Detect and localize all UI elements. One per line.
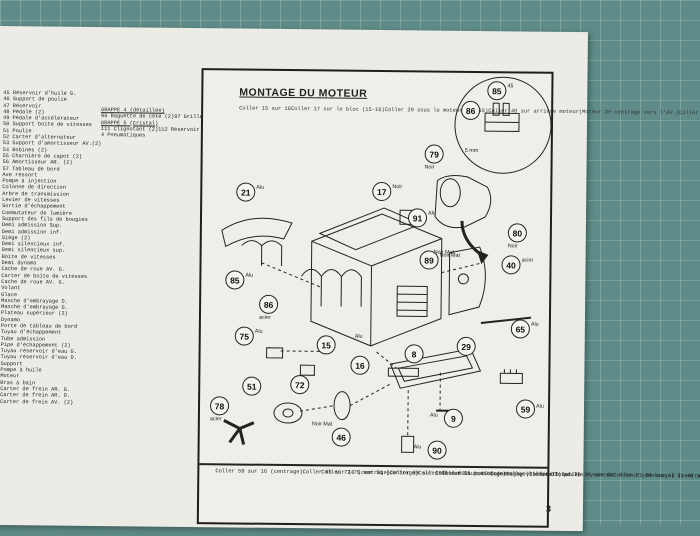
callout-label: Noir <box>508 243 518 249</box>
callout-16: 16 <box>350 356 369 375</box>
part-21-shape <box>222 218 292 247</box>
parts-list-item: Carter de frein AV. (2) <box>0 399 100 406</box>
part-75-shape <box>267 348 283 358</box>
callout-label: Alu <box>428 210 436 216</box>
callout-label: Alu <box>430 413 438 419</box>
engine-block <box>311 213 442 346</box>
panel-divider <box>199 463 547 468</box>
alu-label: Alu <box>355 334 363 340</box>
part-86-shape <box>301 269 361 307</box>
callout-label: Noir <box>425 164 435 170</box>
callout-65: 65 <box>511 319 530 338</box>
callout-21: 21 <box>236 182 255 201</box>
callout-90: 90 <box>427 441 446 460</box>
parts-list: 45 Réservoir d'huile G.46 Support de pou… <box>0 90 103 406</box>
callout-80: 80 <box>508 223 527 242</box>
bottom-note-line: Coller 21 sur 85 <box>561 472 613 479</box>
callout-label: acier <box>522 257 534 263</box>
bottom-note-line: Coller 59 sur 16 (centrage) <box>215 468 302 475</box>
callout-86: 86 <box>461 101 480 120</box>
callout-17: 17 <box>372 182 391 201</box>
callout-label: Alu <box>414 444 422 450</box>
noir-mat-label-2: Noir Mat <box>312 421 332 427</box>
page-number: 3 <box>546 504 551 514</box>
part-78-shape <box>224 420 254 444</box>
instruction-line: Coller 78 sur 80 <box>679 110 700 117</box>
callout-label: Noir <box>392 184 402 190</box>
callout-79: 79 <box>425 144 444 163</box>
part-17-shape <box>320 207 420 250</box>
engine-assembly-panel: MONTAGE DU MOTEUR Coller 15 sur 16Coller… <box>197 68 554 528</box>
callout-15: 15 <box>317 335 336 354</box>
callout-label: Alu <box>255 329 263 335</box>
callout-91: 91 <box>408 208 427 227</box>
callout-label: acier <box>259 315 271 321</box>
callout-85: 85 <box>225 270 244 289</box>
callout-51: 51 <box>242 377 261 396</box>
bottom-note-line: détail) <box>539 472 562 478</box>
instruction-sheet: 45 Réservoir d'huile G.46 Support de pou… <box>0 26 588 531</box>
callout-label: Alu <box>245 273 253 279</box>
part-51-shape <box>274 403 302 423</box>
part-72-shape <box>300 365 314 375</box>
callout-label: Alu <box>531 322 539 328</box>
parts-list-column: 45 Réservoir d'huile G.46 Support de pou… <box>0 84 213 488</box>
callout-29: 29 <box>457 337 476 356</box>
noir-mat-label: Noir Mat <box>434 250 454 256</box>
bottom-note-line: Coller 21-85 sur 15 (centrage Voir <box>613 472 700 479</box>
part-90-shape <box>402 436 414 452</box>
callout-label: Alu <box>536 404 544 410</box>
bottom-note-line: Coller 86 sur 15 (centrage, voir <box>435 471 539 478</box>
instruction-line: (Moteur de centrage vers l'AV.) <box>579 109 679 116</box>
part-46-shape <box>334 392 350 420</box>
callout-label: acier <box>210 416 222 422</box>
callout-78: 78 <box>210 396 229 415</box>
callout-86: 86 <box>259 295 278 314</box>
callout-46: 46 <box>332 427 351 446</box>
callout-59: 59 <box>516 399 535 418</box>
callout-8: 8 <box>404 344 423 363</box>
parts-groups: GRAPPE 4 (détaillée) 96 Baguette de côté… <box>101 107 211 140</box>
callout-9: 9 <box>444 409 463 428</box>
pneumatiques-note: 4 Pneumatiques <box>101 132 146 138</box>
five-mm-label: 5 mm <box>465 148 479 154</box>
engine-exploded-diagram <box>199 70 551 464</box>
callout-40: 40 <box>501 255 520 274</box>
callout-85: 85 <box>487 81 506 100</box>
bottom-note-line: Coller 72-75 sur 51 (centrage) <box>321 469 418 476</box>
bottom-notes-col3: Coller 86 sur 15 (centrage, voirdétail)C… <box>435 471 700 481</box>
part-59-shape <box>500 373 522 383</box>
callout-75: 75 <box>235 326 254 345</box>
callout-label: Alu <box>256 185 264 191</box>
callout-label: 45 <box>507 83 513 89</box>
callout-72: 72 <box>290 375 309 394</box>
